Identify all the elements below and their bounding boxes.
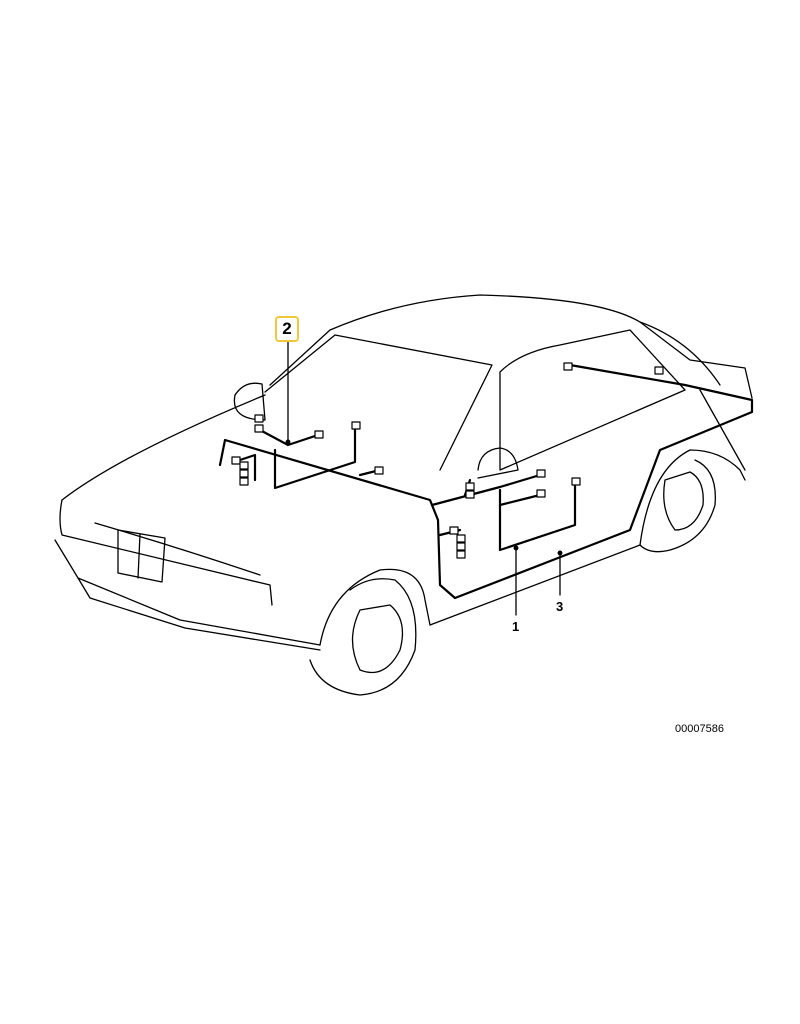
car-body-outline (54, 294, 753, 696)
wiring-harness (218, 363, 754, 600)
callout-leaders (285, 339, 563, 616)
callout-2-badge[interactable]: 2 (275, 316, 299, 342)
image-code: 00007586 (675, 723, 724, 735)
callout-3-label[interactable]: 3 (556, 599, 564, 614)
callout-1-label[interactable]: 1 (512, 619, 520, 634)
connectors (231, 362, 664, 559)
